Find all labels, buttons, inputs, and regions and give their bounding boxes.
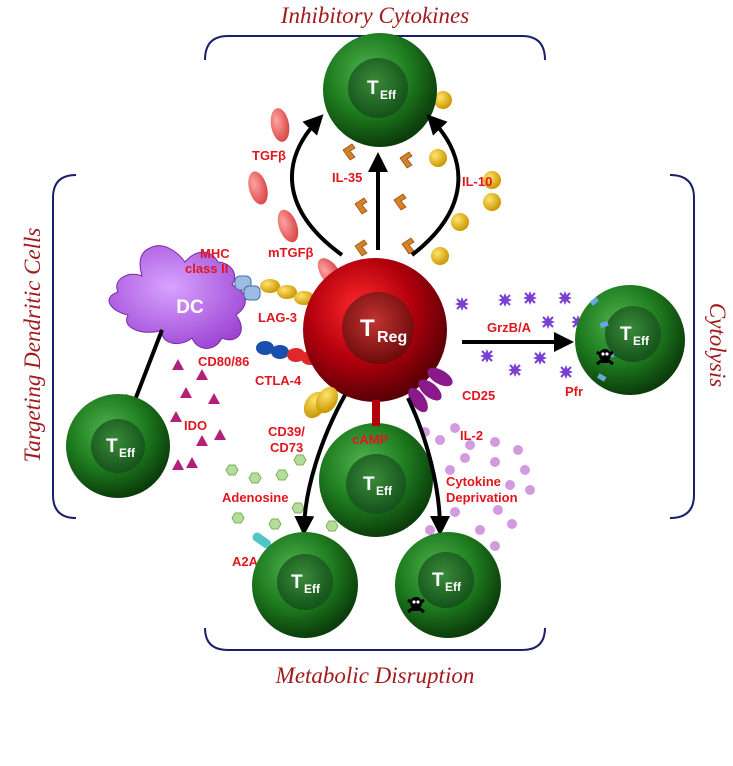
label-cytokine-line2: Deprivation [446, 490, 518, 505]
cell-label-cells-teff-main: T [106, 436, 118, 457]
cell-label-cells-treg-sub: Reg [377, 329, 407, 346]
inhibition-bar [124, 329, 164, 406]
cell-label-cells-teff-main: T [620, 324, 632, 345]
teff-cell-bottom-left: T Eff [252, 532, 358, 638]
label-il10: IL-10 [462, 174, 492, 189]
cell-label-cells-teff-sub: Eff [376, 484, 393, 498]
category-metabolic-disruption: Metabolic Disruption [275, 663, 475, 688]
mhc-class-ii-receptor [234, 275, 261, 301]
bracket-bottom [204, 627, 546, 651]
category-cytolysis: Cytolysis [705, 303, 730, 387]
cd80-86-receptor [256, 341, 289, 359]
bracket-right [669, 174, 695, 519]
label-cytokine-line1: Cytokine [446, 474, 501, 489]
label-mtgfb: mTGFβ [268, 245, 314, 260]
lag3-receptor [260, 279, 314, 305]
label-a2a: A2A [232, 554, 259, 569]
teff-cell-bottom-right: T Eff [395, 532, 501, 638]
cell-label-cells-teff-sub: Eff [445, 580, 462, 594]
label-camp: cAMP [352, 432, 388, 447]
cytokine-arrows [289, 114, 461, 257]
category-inhibitory-cytokines: Inhibitory Cytokines [280, 3, 469, 28]
cell-label-cells-teff-main: T [432, 570, 444, 591]
cell-label-cells-teff-main: T [363, 474, 375, 495]
label-pfr: Pfr [565, 384, 583, 399]
il10-molecules [429, 91, 501, 265]
dendritic-cell: DC [108, 245, 246, 349]
label-cd80-86: CD80/86 [198, 354, 249, 369]
teff-cell-center: T Eff [319, 423, 433, 537]
category-targeting-dendritic-cells: Targeting Dendritic Cells [20, 228, 45, 463]
label-cd73: CD73 [270, 440, 303, 455]
death-icon-right [596, 349, 614, 366]
label-il35: IL-35 [332, 170, 362, 185]
camp-channel [372, 400, 380, 426]
label-adenosine: Adenosine [222, 490, 288, 505]
metabolic-arrows [294, 394, 450, 536]
dc-label: DC [176, 297, 204, 318]
label-lag3: LAG-3 [258, 310, 297, 325]
teff-cell-left: T Eff [66, 394, 170, 498]
cell-label-cells-teff-main: T [291, 572, 303, 593]
label-tgfb: TGFβ [252, 148, 286, 163]
death-icon-bottom [407, 597, 425, 614]
adenosine-molecules [225, 454, 339, 532]
teff-cell-top: T Eff [323, 33, 437, 147]
label-cd25: CD25 [462, 388, 495, 403]
cd39-cd73-receptor [303, 386, 339, 419]
treg-cell: T Reg [303, 258, 447, 402]
cell-label-cells-teff-sub: Eff [304, 582, 321, 596]
cell-label-cells-teff-main: T [367, 78, 379, 99]
label-ctla4: CTLA-4 [255, 373, 302, 388]
label-cd39: CD39/ [268, 424, 305, 439]
il35-molecules [342, 143, 415, 257]
label-mhc-line2: class II [185, 261, 228, 276]
bracket-left [52, 174, 77, 519]
label-mhc-line1: MHC [200, 246, 230, 261]
cd25-receptor [408, 367, 453, 413]
label-il2: IL-2 [460, 428, 483, 443]
teff-cell-right: T Eff [575, 285, 685, 395]
cell-label-cells-teff-sub: Eff [633, 334, 650, 348]
label-grzb: GrzB/A [487, 320, 532, 335]
a2a-receptor [252, 532, 271, 549]
label-ido: IDO [184, 418, 207, 433]
cell-label-cells-teff-sub: Eff [119, 446, 136, 460]
cell-label-cells-teff-sub: Eff [380, 88, 397, 102]
ido-molecules [170, 359, 226, 470]
cell-label-cells-treg-main: T [360, 315, 375, 342]
